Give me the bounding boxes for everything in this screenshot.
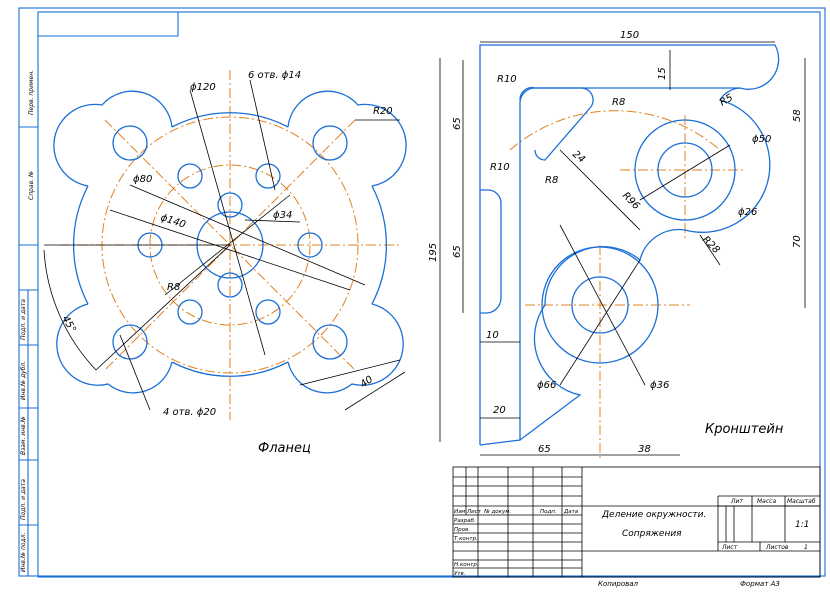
side-label-7: Инв.№ подл. bbox=[20, 532, 27, 572]
footer-format: Формат А3 bbox=[740, 580, 780, 588]
label-r10b: R10 bbox=[490, 162, 510, 173]
side-label-6: Подп. и дата bbox=[20, 479, 27, 520]
bracket-upper-hole bbox=[657, 142, 713, 198]
label-d40: 40 bbox=[358, 374, 375, 390]
bracket-lower-boss bbox=[541, 246, 659, 364]
tb-role-6: Утв. bbox=[454, 571, 466, 577]
flange-drawing: ϕ120 6 отв. ϕ14 R20 ϕ80 ϕ140 ϕ34 R8 45° … bbox=[43, 70, 407, 456]
flange-small-hole-2 bbox=[177, 163, 203, 189]
bracket-outer-contour bbox=[479, 44, 780, 446]
label-58: 58 bbox=[792, 109, 803, 122]
label-65b: 65 bbox=[452, 245, 463, 258]
bracket-slot bbox=[480, 189, 502, 314]
label-r5: R5 bbox=[718, 92, 735, 108]
label-15: 15 bbox=[657, 67, 668, 80]
flange-small-hole-8 bbox=[217, 272, 243, 298]
side-strip: Перв. примен. Справ. № Подп. и дата Инв.… bbox=[19, 70, 38, 576]
flange-small-hole-6 bbox=[177, 299, 203, 325]
tb-role-2: Пров. bbox=[454, 527, 470, 533]
flange-inner-pitch-circle bbox=[149, 164, 311, 326]
flange-small-hole-5 bbox=[297, 232, 323, 258]
tb-header-izm: Изм bbox=[454, 509, 465, 515]
label-r20: R20 bbox=[373, 106, 393, 117]
tb-title-line1: Деление окружности. bbox=[601, 510, 706, 520]
tb-scale-value: 1:1 bbox=[795, 520, 809, 530]
side-label-3: Подп. и дата bbox=[20, 299, 27, 340]
side-label-5: Взам. инв.№ bbox=[20, 416, 27, 455]
side-label-4: Инв.№ дубл. bbox=[20, 361, 27, 400]
label-r8a: R8 bbox=[612, 97, 625, 108]
label-d66: ϕ66 bbox=[537, 380, 556, 391]
tb-header-doc: № докум. bbox=[483, 509, 511, 515]
tb-mass-label: Масса bbox=[757, 498, 776, 505]
bracket-drawing: 150 15 R10 R8 R5 58 65 24 R8 R10 ϕ50 R96… bbox=[428, 30, 806, 460]
label-r8: R8 bbox=[167, 282, 180, 293]
outer-frame bbox=[18, 7, 826, 577]
tb-header-date: Дата bbox=[563, 509, 579, 515]
label-r96: R96 bbox=[620, 190, 642, 212]
label-65a: 65 bbox=[452, 117, 463, 130]
flange-hole-tl bbox=[112, 125, 148, 161]
label-38: 38 bbox=[638, 444, 651, 455]
label-150: 150 bbox=[620, 30, 639, 41]
bracket-arc-center bbox=[509, 110, 721, 151]
tb-title-line2: Сопряжения bbox=[622, 529, 682, 539]
label-d34: ϕ34 bbox=[273, 210, 292, 221]
bracket-lower-hole bbox=[571, 276, 629, 334]
tb-role-1: Разраб. bbox=[454, 518, 476, 524]
tb-header-sign: Подп. bbox=[540, 509, 557, 515]
flange-small-hole-7 bbox=[255, 299, 281, 325]
side-label-1: Перв. примен. bbox=[28, 70, 35, 115]
label-d80: ϕ80 bbox=[133, 174, 152, 185]
label-70: 70 bbox=[792, 235, 803, 248]
footer-copied: Копировал bbox=[598, 580, 639, 588]
side-label-2: Справ. № bbox=[28, 171, 35, 200]
label-holes4: 4 отв. ϕ20 bbox=[163, 407, 216, 418]
flange-small-hole-3 bbox=[255, 163, 281, 189]
top-left-stamp bbox=[38, 11, 179, 37]
bracket-outer-boss bbox=[634, 119, 736, 221]
tb-header-list: Лист bbox=[466, 509, 482, 515]
label-195: 195 bbox=[428, 243, 439, 262]
flange-title: Фланец bbox=[258, 441, 311, 456]
label-d26: ϕ26 bbox=[738, 207, 757, 218]
bracket-notch bbox=[519, 86, 594, 161]
flange-hole-bl bbox=[112, 324, 148, 360]
tb-scale-label: Масштаб bbox=[787, 498, 816, 505]
label-d36: ϕ36 bbox=[650, 380, 669, 391]
inner-frame bbox=[37, 11, 821, 578]
tb-sheets-label: Листов bbox=[765, 544, 789, 551]
label-d120: ϕ120 bbox=[190, 82, 216, 93]
flange-hole-tr bbox=[312, 125, 348, 161]
bracket-title: Кронштейн bbox=[705, 422, 784, 437]
title-block: Изм Лист № докум. Подп. Дата Разраб. Про… bbox=[452, 466, 821, 578]
tb-role-3: Т.контр. bbox=[454, 536, 478, 542]
label-r28: R28 bbox=[700, 234, 722, 256]
label-r10a: R10 bbox=[497, 74, 517, 85]
label-r8b: R8 bbox=[545, 175, 558, 186]
label-holes6: 6 отв. ϕ14 bbox=[248, 70, 301, 81]
tb-role-5: Н.контр. bbox=[454, 562, 479, 568]
flange-hole-br bbox=[312, 324, 348, 360]
label-d50: ϕ50 bbox=[752, 134, 771, 145]
flange-small-hole-1 bbox=[217, 192, 243, 218]
angle-arc bbox=[43, 249, 97, 371]
label-10: 10 bbox=[486, 330, 499, 341]
label-20: 20 bbox=[493, 405, 506, 416]
tb-sheets-value: 1 bbox=[804, 544, 808, 551]
tb-lit-label: Лит bbox=[730, 498, 743, 505]
tb-sheet-label: Лист bbox=[721, 544, 738, 551]
label-65c: 65 bbox=[538, 444, 551, 455]
